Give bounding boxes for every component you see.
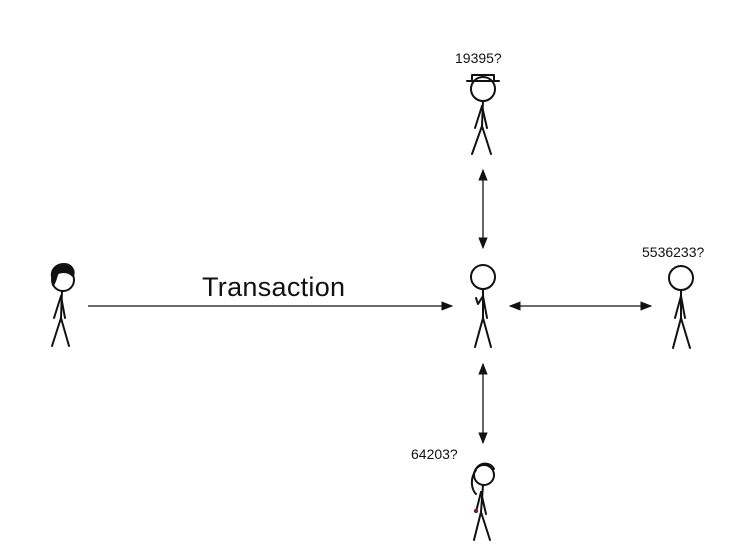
ponytail-icon	[474, 462, 495, 472]
sender-figure	[50, 263, 75, 347]
bottom-observer-guess-label: 64203?	[411, 446, 458, 462]
right-observer-figure	[668, 265, 694, 349]
top-observer-figure	[466, 74, 500, 155]
earring-icon	[473, 508, 479, 514]
black-hair-icon	[50, 263, 75, 286]
bottom-observer-figure	[470, 462, 495, 541]
transaction-label: Transaction	[202, 272, 346, 302]
right-observer-guess-label: 5536233?	[642, 244, 705, 260]
top-observer-guess-label: 19395?	[455, 50, 502, 66]
receiver-figure	[470, 264, 496, 348]
